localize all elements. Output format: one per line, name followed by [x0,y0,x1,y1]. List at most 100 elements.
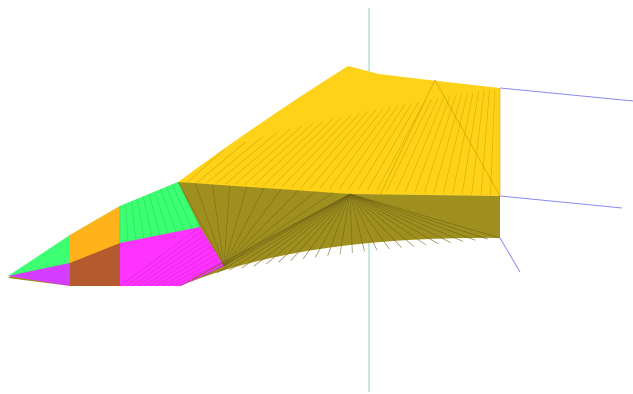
mesh-line-tip-magenta [179,265,225,287]
mesh-line-top [291,112,360,188]
mesh-line-tip-green [125,203,129,242]
mesh-line-tip-green [131,201,137,240]
mesh-line-side [349,193,390,250]
mesh-line-top [442,93,468,194]
mesh-line-side [229,193,351,271]
mesh-line-side-fan [194,183,225,267]
mesh-line-top [187,149,225,183]
mesh-line-top [234,125,303,185]
mesh-line-top [206,136,263,184]
mesh-line-top [300,111,369,188]
mesh-line-top [376,100,426,191]
wing-tip-patch-purple[interactable] [8,263,70,286]
mesh-line-side-fan [212,184,225,267]
mesh-line-side [349,193,439,245]
mesh-line-side-fan [223,191,316,267]
wing-mesh[interactable] [8,66,501,287]
mesh-line-top [423,95,457,193]
mesh-line-top [452,92,474,195]
mesh-line-tip-green [177,181,201,228]
mesh-line-top-tri [434,79,501,197]
mesh-line-tip-green [166,186,185,231]
mesh-line-tip-green [160,189,177,232]
mesh-line-top [367,101,419,191]
mesh-line-side [315,193,351,258]
mesh-line-top [490,88,496,196]
mesh-line-top [433,94,462,194]
wing-tip-patch-green[interactable] [120,182,200,243]
mesh-line-side-fan [177,181,225,267]
mesh-line-side-fan [223,185,230,267]
mesh-line-side [241,193,351,269]
mesh-line-tip-magenta [155,250,215,287]
mesh-line-top [357,102,413,191]
mesh-line-top [480,89,490,196]
mesh-line-side [349,193,427,246]
mesh-line-side-fan [223,192,333,267]
x-axis-line-top [499,87,633,102]
mesh-line-side [349,193,488,240]
mesh-line-top [215,132,278,184]
mesh-line-top [319,108,384,189]
mesh-line-top [253,120,324,186]
wing-tip-patch-orange[interactable] [70,206,120,263]
mesh-line-side-fan [223,187,265,267]
mesh-line-side-fan [223,186,248,267]
mesh-line-top [272,116,343,187]
mesh-line-side [192,193,351,280]
wing-mesh-lines [119,79,501,287]
wing-top-surface[interactable] [8,66,500,276]
mesh-line-top [196,141,247,184]
mesh-line-side [349,193,451,243]
mesh-line-top [348,104,406,190]
mesh-line-top-tri [379,79,436,196]
mesh-line-tip-magenta [149,246,213,287]
mesh-line-side [339,193,351,255]
mesh-line-side-fan [223,190,299,267]
mesh-line-tip-green [154,191,169,234]
mesh-line-top [404,97,445,193]
x-axis-line-mid [499,195,623,209]
wing-tip-patch-green-3[interactable] [8,235,70,276]
mesh-line-side [349,193,402,248]
mesh-line-side [327,193,351,256]
mesh-line-top [281,114,352,187]
mesh-line-side [349,193,353,253]
mesh-line-tip-magenta [161,254,217,287]
mesh-line-side [349,193,365,252]
mesh-line-side [349,193,464,242]
z-axis-line [499,237,521,273]
mesh-line-side [349,193,501,239]
mesh-line-top [225,128,291,185]
mesh-line-top [386,99,432,192]
mesh-line-tip-magenta [131,234,205,287]
mesh-line-side [349,193,415,247]
mesh-line-side-fan [223,193,351,267]
mesh-line-side-fan [223,189,282,267]
mesh-line-side [265,193,351,265]
mesh-line-top [262,118,334,186]
mesh-line-top [395,98,439,192]
mesh-line-tip-magenta [143,242,210,287]
mesh-line-top [310,109,376,188]
mesh-line-top [414,96,451,193]
mesh-line-side [216,193,351,274]
mesh-line-top [338,105,399,190]
mesh-line-tip-magenta [137,238,208,287]
mesh-line-side [302,193,351,260]
wing-tip-patch-brownred[interactable] [70,243,120,286]
mesh-line-side [278,193,351,263]
mesh-line-tip-green [142,196,153,237]
mesh-line-tip-magenta [125,230,203,287]
mesh-line-side [253,193,351,267]
mesh-line-side [349,193,378,251]
mesh-line-tip-magenta [119,226,201,287]
mesh-line-top [244,123,314,186]
mesh-line-tip-magenta [167,257,220,287]
mesh-line-side [349,193,476,241]
mesh-line-top [329,106,392,189]
mesh-line-top [471,90,485,195]
mesh-line-tip-green [171,184,193,229]
